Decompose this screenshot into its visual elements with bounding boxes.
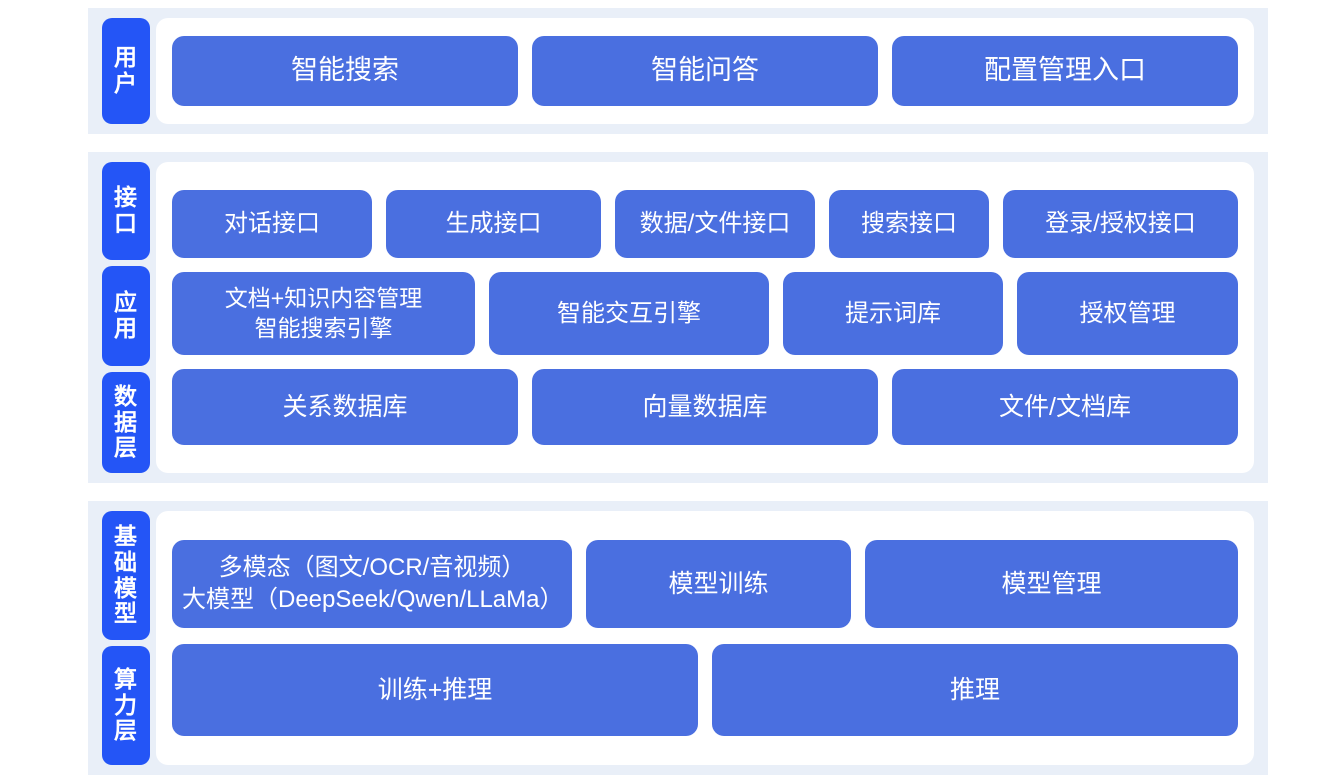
rail-base: 基础模型 算力层 [88, 501, 150, 775]
layer-label-user: 用户 [102, 18, 150, 124]
box-config-management-entry[interactable]: 配置管理入口 [892, 36, 1238, 106]
box-login-auth-api[interactable]: 登录/授权接口 [1003, 190, 1238, 258]
box-smart-search[interactable]: 智能搜索 [172, 36, 518, 106]
box-multimodal-large-model[interactable]: 多模态（图文/OCR/音视频） 大模型（DeepSeek/Qwen/LLaMa） [172, 540, 572, 628]
box-vector-database[interactable]: 向量数据库 [532, 369, 878, 445]
box-generation-api[interactable]: 生成接口 [386, 190, 601, 258]
section-user: 用户 智能搜索 智能问答 配置管理入口 [88, 8, 1268, 134]
box-data-file-api[interactable]: 数据/文件接口 [615, 190, 815, 258]
panel-middle: 对话接口 生成接口 数据/文件接口 搜索接口 登录/授权接口 文档+知识内容管理… [156, 162, 1254, 473]
section-base: 基础模型 算力层 多模态（图文/OCR/音视频） 大模型（DeepSeek/Qw… [88, 501, 1268, 775]
layer-label-application-text: 应用 [114, 289, 138, 341]
layer-label-foundation-model: 基础模型 [102, 511, 150, 640]
layer-label-user-text: 用户 [114, 44, 138, 96]
layer-label-data-text: 数据层 [114, 382, 138, 461]
box-relational-database[interactable]: 关系数据库 [172, 369, 518, 445]
data-row: 关系数据库 向量数据库 文件/文档库 [172, 369, 1238, 445]
box-training-inference[interactable]: 训练+推理 [172, 644, 698, 736]
section-middle: 接口 应用 数据层 对话接口 生成接口 数据/文件接口 搜索接口 登录/授权接口… [88, 152, 1268, 483]
layer-label-compute: 算力层 [102, 646, 150, 765]
rail-user: 用户 [88, 8, 150, 134]
box-prompt-library[interactable]: 提示词库 [783, 272, 1003, 355]
panel-base: 多模态（图文/OCR/音视频） 大模型（DeepSeek/Qwen/LLaMa）… [156, 511, 1254, 765]
layer-label-foundation-model-text: 基础模型 [114, 523, 138, 627]
box-smart-interaction-engine[interactable]: 智能交互引擎 [489, 272, 769, 355]
panel-user: 智能搜索 智能问答 配置管理入口 [156, 18, 1254, 124]
rail-middle: 接口 应用 数据层 [88, 152, 150, 483]
foundation-model-row: 多模态（图文/OCR/音视频） 大模型（DeepSeek/Qwen/LLaMa）… [172, 540, 1238, 628]
box-model-training[interactable]: 模型训练 [586, 540, 851, 628]
box-doc-knowledge-management[interactable]: 文档+知识内容管理 智能搜索引擎 [172, 272, 475, 355]
box-search-api[interactable]: 搜索接口 [829, 190, 989, 258]
application-row: 文档+知识内容管理 智能搜索引擎 智能交互引擎 提示词库 授权管理 [172, 272, 1238, 355]
interface-row: 对话接口 生成接口 数据/文件接口 搜索接口 登录/授权接口 [172, 190, 1238, 258]
box-file-document-store[interactable]: 文件/文档库 [892, 369, 1238, 445]
layer-label-data: 数据层 [102, 372, 150, 473]
layer-label-compute-text: 算力层 [114, 665, 138, 744]
box-smart-qa[interactable]: 智能问答 [532, 36, 878, 106]
layer-label-interface: 接口 [102, 162, 150, 260]
layer-label-application: 应用 [102, 266, 150, 366]
box-model-management[interactable]: 模型管理 [865, 540, 1238, 628]
compute-row: 训练+推理 推理 [172, 644, 1238, 736]
user-entry-row: 智能搜索 智能问答 配置管理入口 [172, 36, 1238, 106]
layer-label-interface-text: 接口 [114, 184, 138, 236]
box-inference[interactable]: 推理 [712, 644, 1238, 736]
box-dialog-api[interactable]: 对话接口 [172, 190, 372, 258]
box-authorization-management[interactable]: 授权管理 [1017, 272, 1238, 355]
